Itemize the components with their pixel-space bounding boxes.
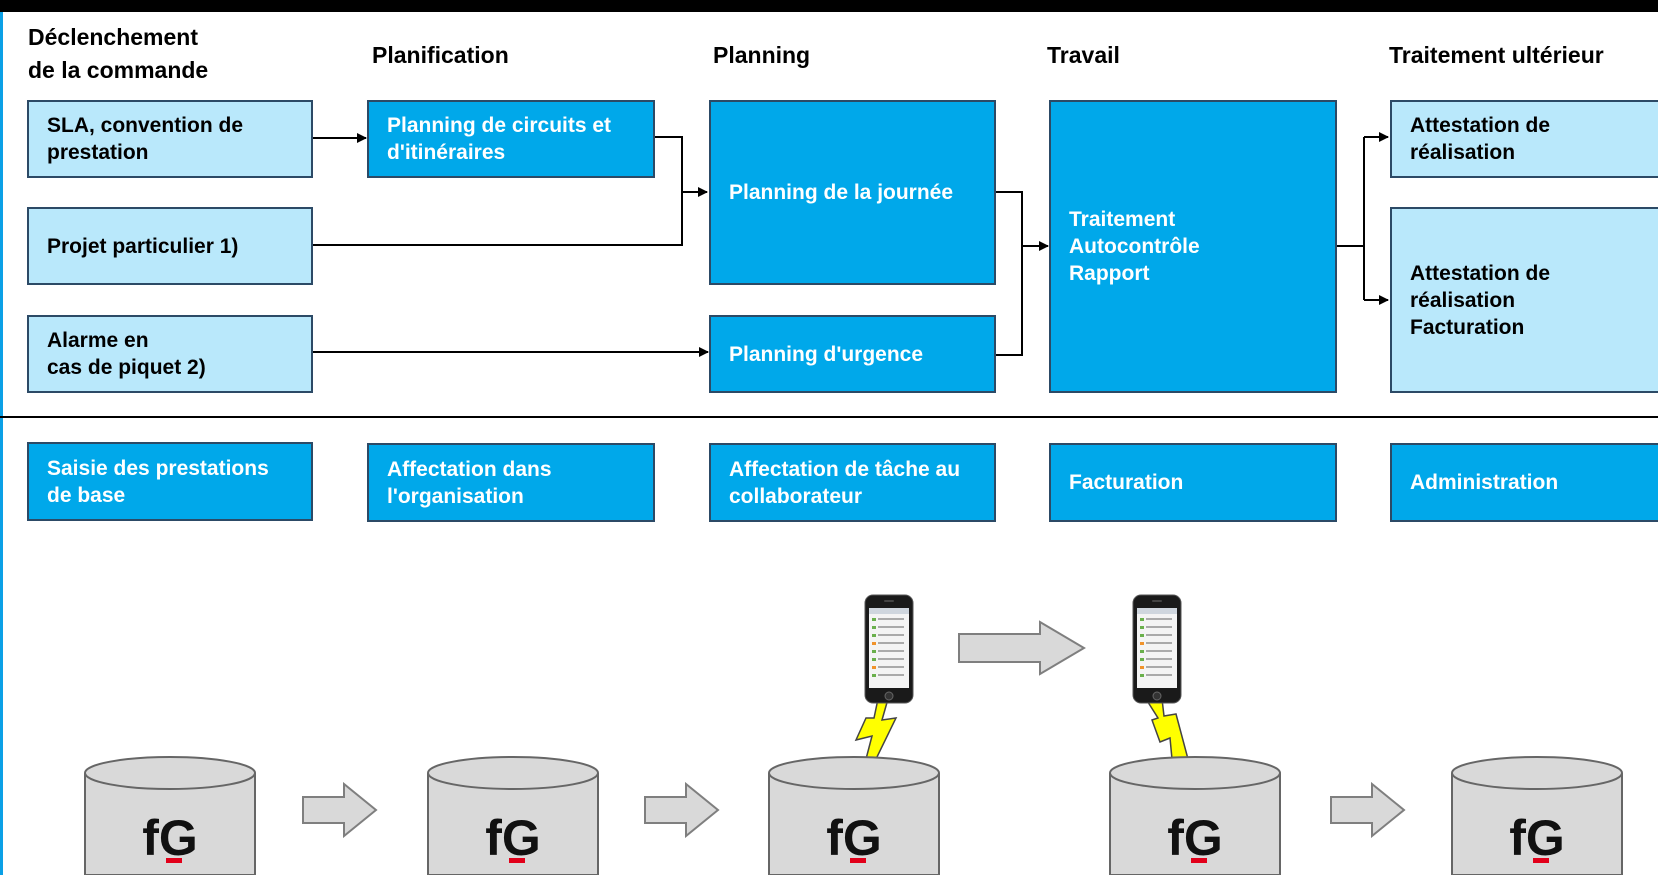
connector-planning-merge bbox=[994, 191, 1023, 356]
box-projet-particulier: Projet particulier 1) bbox=[27, 207, 313, 285]
right-arrow-icon bbox=[1330, 782, 1406, 838]
connector-circuits-journee bbox=[654, 136, 708, 197]
db-logo-text: fG bbox=[142, 810, 198, 866]
right-arrow-icon bbox=[958, 620, 1086, 676]
smartphone-icon bbox=[1132, 594, 1182, 704]
database-icon: fG bbox=[1109, 756, 1281, 875]
box-planning-urgence: Planning d'urgence bbox=[709, 315, 996, 393]
header-travail: Travail bbox=[1047, 42, 1120, 68]
box-planning-circuits: Planning de circuits et d'itinéraires bbox=[367, 100, 655, 178]
header-traitement-ulterieur: Traitement ultérieur bbox=[1389, 42, 1604, 68]
db-logo-text: fG bbox=[485, 810, 541, 866]
box-facturation: Facturation bbox=[1049, 443, 1337, 522]
right-arrow-icon bbox=[302, 782, 378, 838]
box-sla-convention: SLA, convention de prestation bbox=[27, 100, 313, 178]
box-alarme-piquet: Alarme en cas de piquet 2) bbox=[27, 315, 313, 393]
smartphone-icon bbox=[864, 594, 914, 704]
database-icon: fG bbox=[427, 756, 599, 875]
box-traitement-autocontrole: Traitement Autocontrôle Rapport bbox=[1049, 100, 1337, 393]
box-saisie-prestations: Saisie des prestations de base bbox=[27, 442, 313, 521]
database-icon: fG bbox=[84, 756, 256, 875]
right-arrow-icon bbox=[644, 782, 720, 838]
header-planning: Planning bbox=[713, 42, 811, 68]
connector-projet-journee bbox=[312, 192, 683, 246]
lightning-icon bbox=[854, 698, 898, 760]
database-icon: fG bbox=[768, 756, 940, 875]
box-administration: Administration bbox=[1390, 443, 1658, 522]
db-logo-text: fG bbox=[1509, 810, 1565, 866]
db-logo-text: fG bbox=[1167, 810, 1223, 866]
box-planning-journee: Planning de la journée bbox=[709, 100, 996, 285]
box-attestation-facturation: Attestation de réalisation Facturation bbox=[1390, 207, 1658, 393]
header-planification: Planification bbox=[372, 42, 509, 68]
lightning-icon bbox=[1144, 698, 1189, 760]
box-affectation-organisation: Affectation dans l'organisation bbox=[367, 443, 655, 522]
db-logo-text: fG bbox=[826, 810, 882, 866]
box-affectation-collaborateur: Affectation de tâche au collaborateur bbox=[709, 443, 996, 522]
database-icon: fG bbox=[1451, 756, 1623, 875]
header-declenchement: Déclenchement de la commande bbox=[28, 24, 209, 83]
box-attestation-realisation: Attestation de réalisation bbox=[1390, 100, 1658, 178]
